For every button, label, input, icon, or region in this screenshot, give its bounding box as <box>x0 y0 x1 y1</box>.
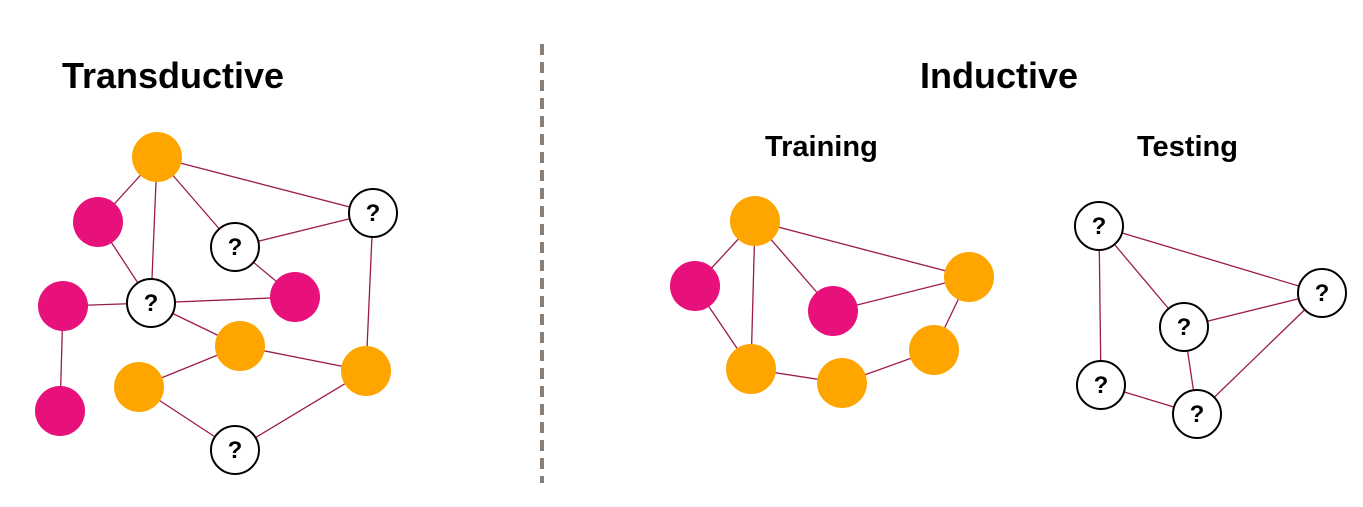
unknown-label: ? <box>1190 401 1205 428</box>
node-circle <box>114 362 164 412</box>
testing-graph-node-unknown: ? <box>1172 389 1222 439</box>
transductive-graph-node-orange <box>132 132 182 182</box>
transductive-graph-node-unknown: ? <box>210 222 260 272</box>
testing-graph-node-unknown: ? <box>1297 268 1347 318</box>
training-graph-node-pink <box>670 261 720 311</box>
training-graph-node-orange <box>726 344 776 394</box>
transductive-graph-node-unknown: ? <box>348 188 398 238</box>
transductive-graph-node-pink <box>38 281 88 331</box>
node-circle <box>817 358 867 408</box>
node-circle <box>1297 268 1347 318</box>
inductive-title: Inductive <box>920 55 1079 96</box>
node-circle <box>341 346 391 396</box>
transductive-graph-node-orange <box>341 346 391 396</box>
node-circle <box>210 425 260 475</box>
node-circle <box>726 344 776 394</box>
unknown-label: ? <box>1092 213 1107 240</box>
testing-graph-node-unknown: ? <box>1076 360 1126 410</box>
node-circle <box>1076 360 1126 410</box>
unknown-label: ? <box>228 234 243 261</box>
training-graph-edge <box>754 220 970 278</box>
node-circle <box>944 252 994 302</box>
transductive-graph-edge <box>365 212 374 372</box>
node-circle <box>1074 201 1124 251</box>
node-circle <box>38 281 88 331</box>
transductive-graph-node-unknown: ? <box>210 425 260 475</box>
transductive-graph-node-pink <box>270 272 320 322</box>
node-circle <box>909 325 959 375</box>
node-circle <box>215 321 265 371</box>
node-circle <box>808 286 858 336</box>
training-subtitle: Training <box>765 131 878 163</box>
node-circle <box>210 222 260 272</box>
transductive-graph-edge <box>156 156 374 214</box>
node-circle <box>1172 389 1222 439</box>
testing-graph-edge <box>1196 292 1323 415</box>
node-circle <box>730 196 780 246</box>
transductive-graph-node-orange <box>114 362 164 412</box>
training-graph-node-orange <box>909 325 959 375</box>
node-circle <box>270 272 320 322</box>
testing-graph-edge <box>1098 225 1323 294</box>
node-circle <box>1159 302 1209 352</box>
unknown-label: ? <box>1315 280 1330 307</box>
transductive-title: Transductive <box>62 55 285 96</box>
testing-graph-node-unknown: ? <box>1159 302 1209 352</box>
transductive-graph-node-pink <box>73 197 123 247</box>
testing-graph-node-unknown: ? <box>1074 201 1124 251</box>
transductive-graph-node-orange <box>215 321 265 371</box>
unknown-label: ? <box>1094 372 1109 399</box>
nodes-layer: ????????? <box>35 132 1347 475</box>
unknown-label: ? <box>228 437 243 464</box>
transductive-graph-edge <box>234 370 367 451</box>
transductive-graph-node-pink <box>35 386 85 436</box>
node-circle <box>348 188 398 238</box>
node-circle <box>35 386 85 436</box>
training-graph-node-orange <box>730 196 780 246</box>
transductive-graph-node-unknown: ? <box>126 278 176 328</box>
training-graph-node-pink <box>808 286 858 336</box>
training-graph-node-orange <box>817 358 867 408</box>
node-circle <box>670 261 720 311</box>
node-circle <box>73 197 123 247</box>
testing-graph-edge <box>1098 225 1102 386</box>
unknown-label: ? <box>366 200 381 227</box>
unknown-label: ? <box>144 290 159 317</box>
training-graph-node-orange <box>944 252 994 302</box>
node-circle <box>132 132 182 182</box>
unknown-label: ? <box>1177 314 1192 341</box>
node-circle <box>126 278 176 328</box>
testing-subtitle: Testing <box>1137 131 1238 163</box>
